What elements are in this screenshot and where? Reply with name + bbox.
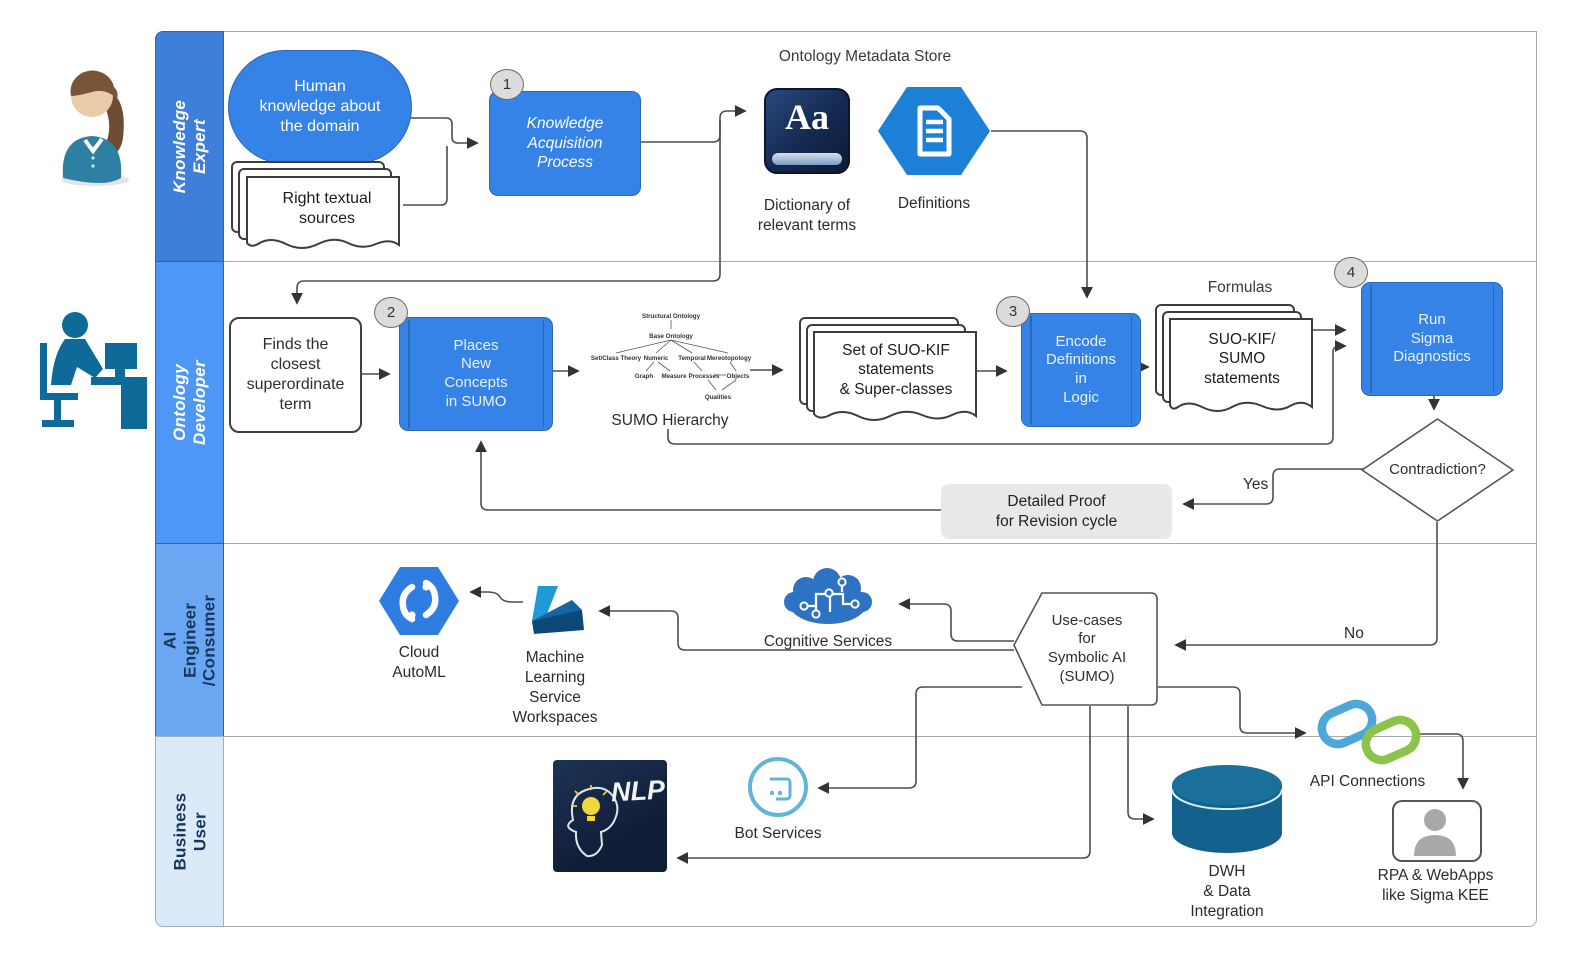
use-cases-label: Use-cases for Symbolic AI (SUMO) bbox=[1047, 611, 1127, 685]
api-connections-caption: API Connections bbox=[1309, 773, 1426, 790]
suo-kif-sumo-label: SUO-KIF/ SUMO statements bbox=[1204, 330, 1280, 387]
step-3-badge: 3 bbox=[996, 296, 1030, 327]
places-new-concepts-label: Places New Concepts in SUMO bbox=[444, 336, 508, 410]
lane-header-business-user: Business User bbox=[155, 736, 224, 927]
step-4-badge: 4 bbox=[1334, 257, 1368, 288]
step-1-badge: 1 bbox=[490, 69, 524, 100]
detailed-proof-label: Detailed Proof for Revision cycle bbox=[995, 493, 1118, 530]
run-sigma-diagnostics-box: Run Sigma Diagnostics bbox=[1361, 282, 1503, 396]
ontology-metadata-store-label: Ontology Metadata Store bbox=[778, 48, 952, 65]
dictionary-pages bbox=[772, 153, 842, 165]
tree-node-set-class-theory: Set/Class Theory bbox=[591, 355, 642, 362]
use-cases-hexagon bbox=[1013, 592, 1158, 706]
bot-services-icon bbox=[748, 757, 808, 817]
nlp-head-sketch bbox=[567, 785, 619, 858]
nlp-label: NLP bbox=[610, 774, 666, 808]
suo-kif-set-label: Set of SUO-KIF statements & Super-classe… bbox=[839, 341, 953, 398]
yes-label: Yes bbox=[1243, 476, 1269, 493]
ml-workspaces-icon bbox=[532, 586, 584, 634]
lane-business-user-cell bbox=[222, 736, 1537, 927]
nlp-image: NLP bbox=[553, 760, 667, 872]
cognitive-services-caption: Cognitive Services bbox=[763, 633, 893, 650]
tree-node-qualities: Qualities bbox=[705, 394, 732, 401]
cognitive-services-brain-icon bbox=[784, 568, 872, 624]
human-knowledge-blob: Human knowledge about the domain bbox=[228, 50, 412, 164]
human-knowledge-label: Human knowledge about the domain bbox=[259, 78, 381, 135]
developer-at-desk-icon bbox=[40, 312, 147, 429]
contradiction-label: Contradiction? bbox=[1389, 460, 1486, 478]
ml-workspaces-caption: Machine Learning Service Workspaces bbox=[512, 649, 598, 727]
definitions-hexagon-icon bbox=[878, 87, 990, 175]
lane-header-ontology-developer: Ontology Developer bbox=[155, 261, 224, 545]
encode-definitions-box: Encode Definitions in Logic bbox=[1021, 313, 1141, 427]
rpa-webapps-icon bbox=[1392, 800, 1482, 862]
tree-node-numeric: Numeric bbox=[644, 355, 669, 362]
dictionary-glyph: Aa bbox=[785, 97, 829, 137]
places-new-concepts-box: Places New Concepts in SUMO bbox=[399, 317, 553, 431]
run-sigma-label: Run Sigma Diagnostics bbox=[1393, 310, 1471, 366]
tree-node-objects: Objects bbox=[727, 373, 750, 380]
lane-header-knowledge-expert: Knowledge Expert bbox=[155, 31, 224, 263]
tree-node-temporal: Temporal bbox=[678, 355, 706, 362]
dwh-caption: DWH & Data Integration bbox=[1190, 863, 1264, 921]
lane-header-ai-engineer: AI Engineer /Consumer bbox=[155, 543, 224, 738]
formulas-label: Formulas bbox=[1207, 279, 1273, 296]
finds-closest-label: Finds the closest superordinate term bbox=[246, 336, 345, 413]
person-icon bbox=[1414, 809, 1456, 856]
rpa-webapps-caption: RPA & WebApps like Sigma KEE bbox=[1377, 867, 1494, 905]
definitions-caption: Definitions bbox=[897, 195, 971, 212]
dictionary-caption: Dictionary of relevant terms bbox=[757, 197, 857, 235]
tree-node-processes: Processes bbox=[689, 373, 721, 380]
contradiction-diamond bbox=[1361, 418, 1514, 522]
no-label: No bbox=[1344, 625, 1364, 642]
knowledge-acquisition-label: Knowledge Acquisition Process bbox=[526, 115, 604, 172]
tree-node-graph: Graph bbox=[635, 373, 653, 380]
step-2-badge: 2 bbox=[374, 297, 408, 328]
suo-kif-sumo-document bbox=[1155, 304, 1313, 412]
tree-node-measure: Measure bbox=[661, 373, 687, 380]
right-textual-sources-document bbox=[231, 161, 400, 249]
knowledge-expert-avatar-icon bbox=[61, 70, 129, 186]
cloud-automl-caption: Cloud AutoML bbox=[392, 644, 446, 682]
suo-kif-set-document bbox=[799, 317, 977, 421]
sumo-hierarchy-tree: Structural Ontology Base Ontology Set/Cl… bbox=[591, 313, 752, 401]
encode-definitions-label: Encode Definitions in Logic bbox=[1045, 332, 1117, 406]
bot-services-caption: Bot Services bbox=[734, 825, 822, 842]
tree-node-mereotopology: Mereotopology bbox=[707, 355, 752, 362]
detailed-proof-note: Detailed Proof for Revision cycle bbox=[941, 484, 1172, 539]
tree-node-base-ontology: Base Ontology bbox=[649, 333, 693, 340]
right-textual-sources-label: Right textual sources bbox=[282, 190, 372, 227]
sumo-hierarchy-caption: SUMO Hierarchy bbox=[611, 412, 729, 429]
api-connections-chain-icon bbox=[1317, 699, 1421, 765]
lane-knowledge-expert-cell bbox=[222, 31, 1537, 263]
knowledge-acquisition-process-box: Knowledge Acquisition Process bbox=[489, 91, 641, 196]
dwh-cylinder-icon bbox=[1171, 765, 1283, 853]
tree-node-structural-ontology: Structural Ontology bbox=[642, 313, 701, 320]
finds-closest-term-box: Finds the closest superordinate term bbox=[229, 317, 362, 433]
cloud-automl-icon bbox=[379, 567, 459, 635]
dictionary-icon: Aa bbox=[764, 88, 850, 174]
